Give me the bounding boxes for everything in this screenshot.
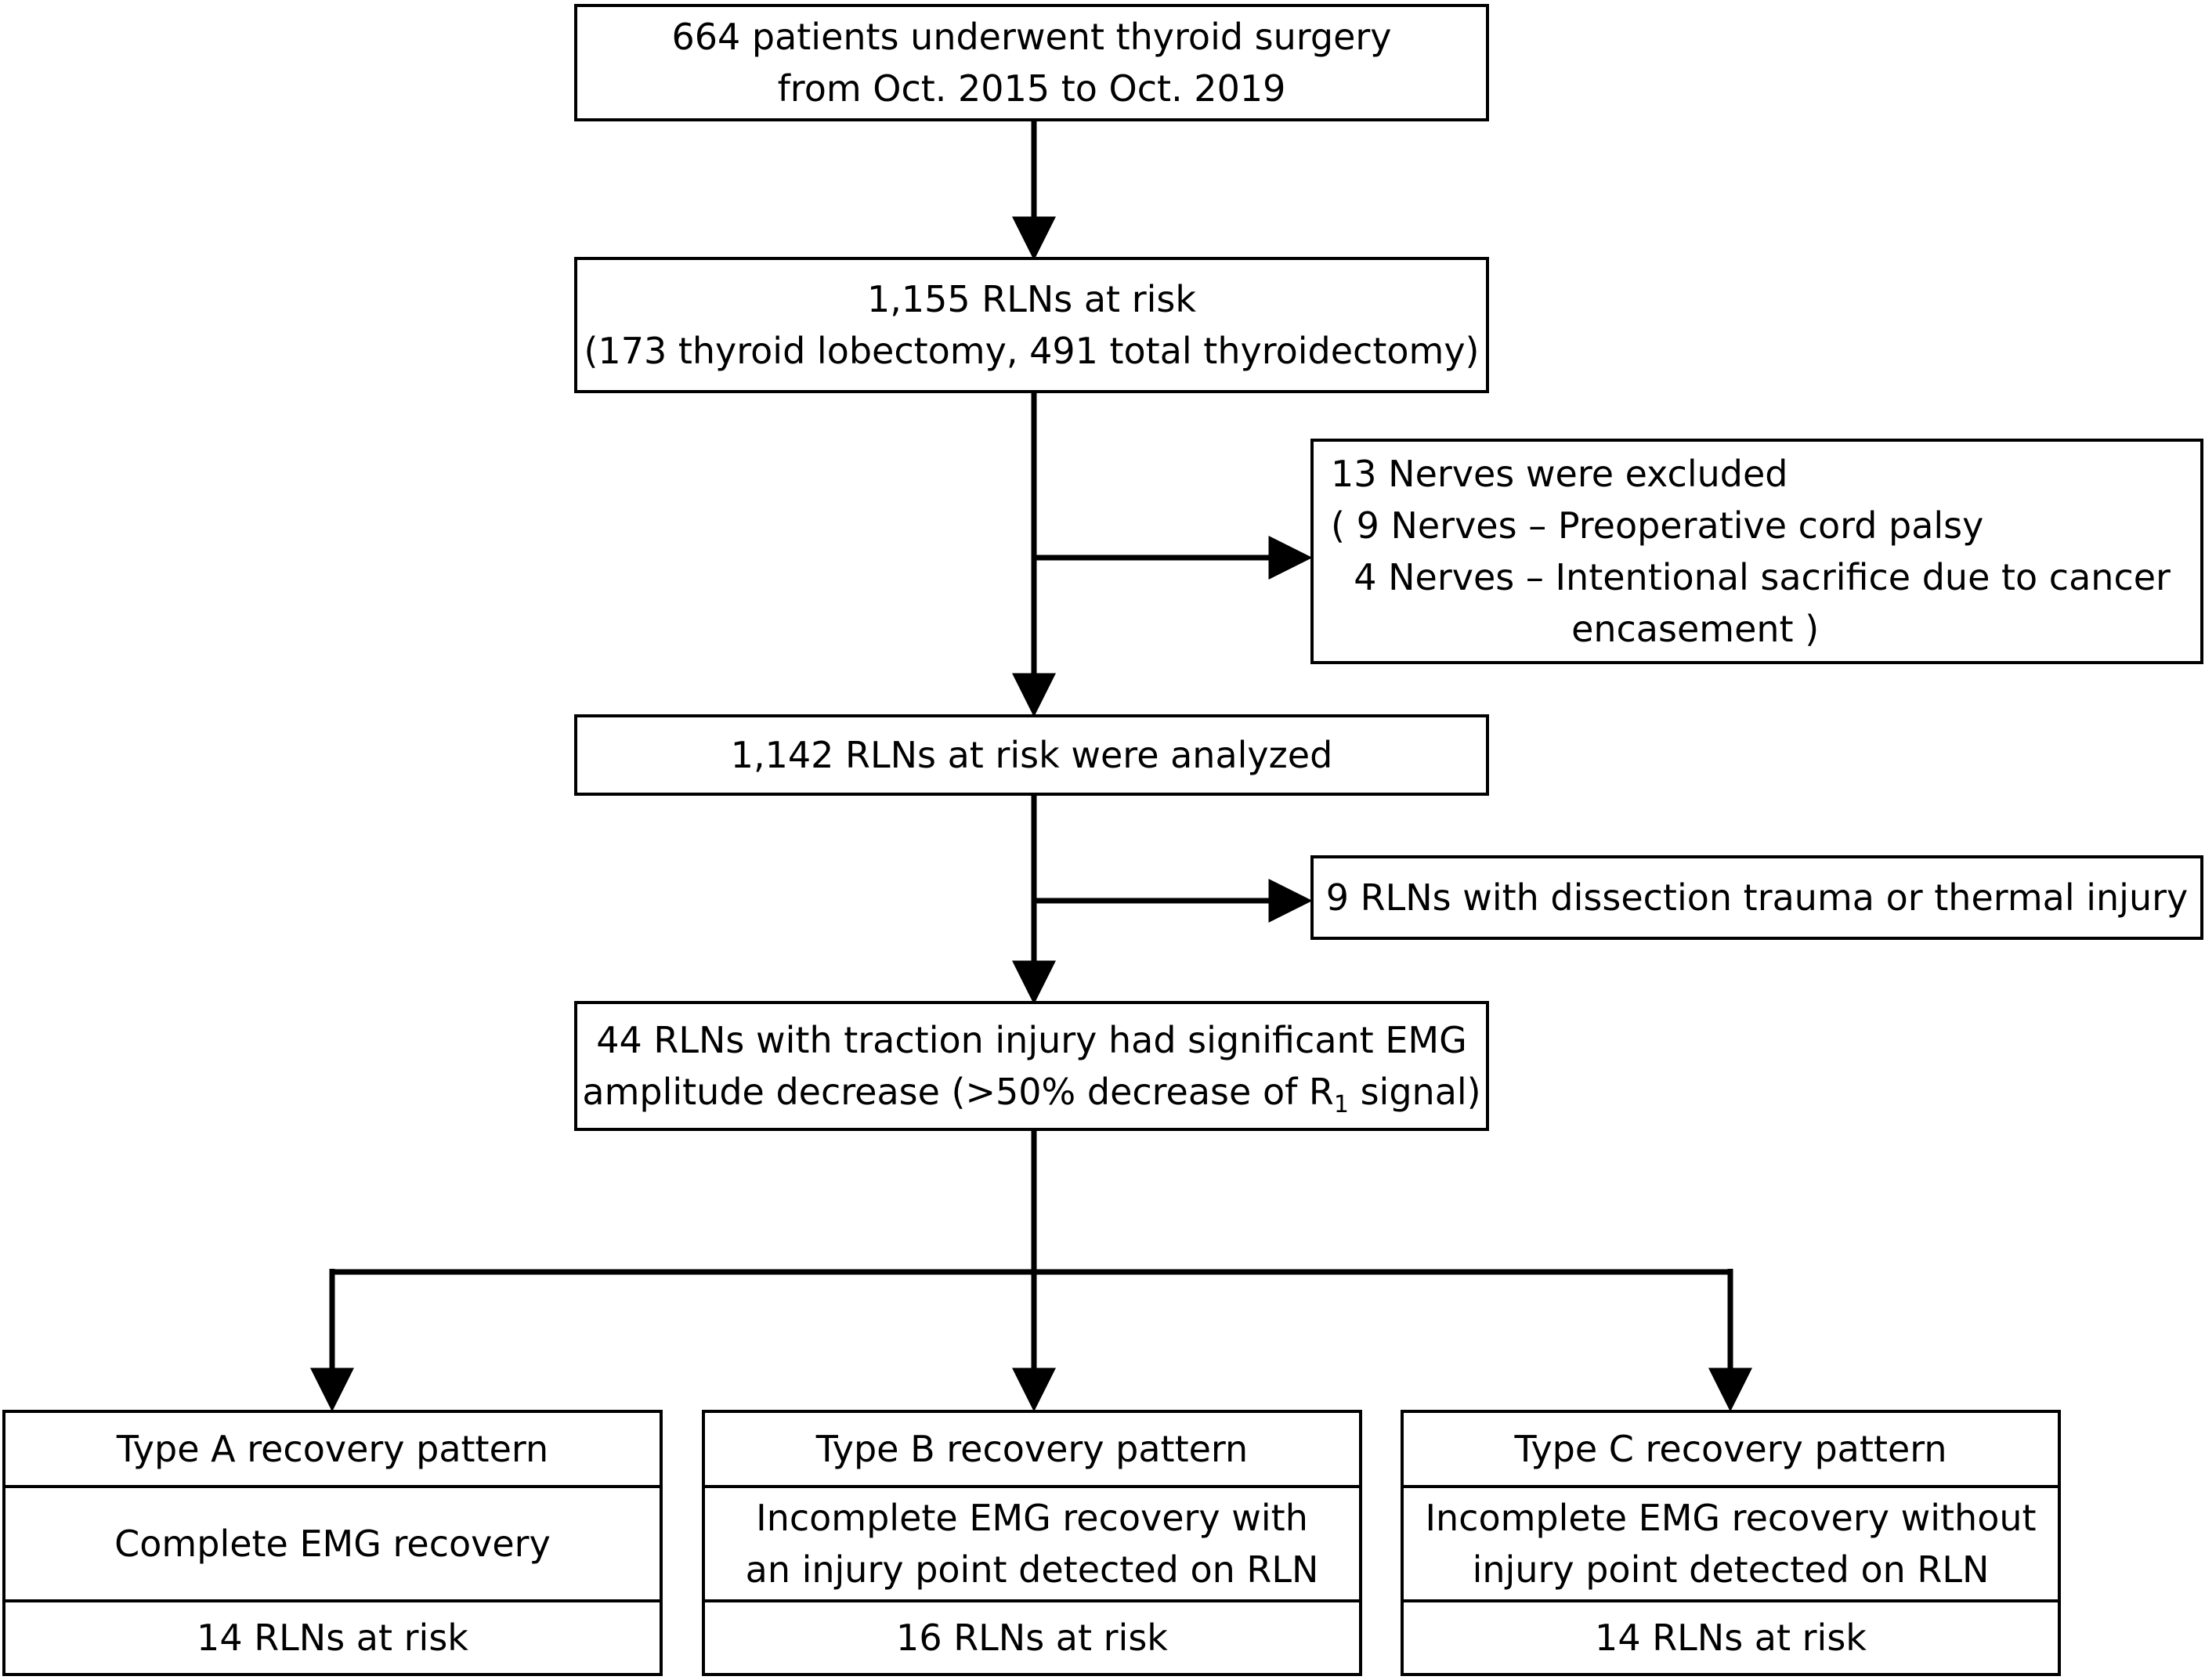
- type-b-desc: Incomplete EMG recovery with an injury p…: [705, 1485, 1359, 1599]
- type-title: Type C recovery pattern: [1514, 1428, 1947, 1470]
- box-line: 1,142 RLNs at risk were analyzed: [730, 734, 1333, 776]
- type-c-title: Type C recovery pattern: [1404, 1413, 2058, 1485]
- type-title: Type B recovery pattern: [815, 1428, 1249, 1470]
- type-count: 14 RLNs at risk: [197, 1617, 468, 1659]
- r1-subscript: 1: [1333, 1091, 1349, 1119]
- box-type-a: Type A recovery pattern Complete EMG rec…: [2, 1410, 663, 1676]
- type-b-title: Type B recovery pattern: [705, 1413, 1359, 1485]
- type-desc-line: Complete EMG recovery: [114, 1523, 551, 1565]
- type-desc-line: Incomplete EMG recovery without: [1425, 1497, 2037, 1539]
- box-line: 9 RLNs with dissection trauma or thermal…: [1325, 876, 2189, 919]
- type-a-count: 14 RLNs at risk: [5, 1599, 660, 1673]
- type-desc-line: an injury point detected on RLN: [745, 1548, 1319, 1591]
- box-line: from Oct. 2015 to Oct. 2019: [777, 67, 1286, 110]
- box-line: encasement ): [1331, 608, 1820, 650]
- box-line-text: amplitude decrease (>50% decrease of R: [582, 1071, 1334, 1113]
- box-type-c: Type C recovery pattern Incomplete EMG r…: [1401, 1410, 2061, 1676]
- box-line: 13 Nerves were excluded: [1331, 453, 1788, 495]
- box-line: (173 thyroid lobectomy, 491 total thyroi…: [584, 330, 1480, 372]
- box-excluded-nerves: 13 Nerves were excluded ( 9 Nerves – Pre…: [1310, 439, 2203, 664]
- box-line: 664 patients underwent thyroid surgery: [671, 16, 1392, 58]
- type-count: 14 RLNs at risk: [1595, 1617, 1867, 1659]
- type-desc-line: Incomplete EMG recovery with: [756, 1497, 1308, 1539]
- box-line: 1,155 RLNs at risk: [866, 278, 1197, 320]
- type-a-title: Type A recovery pattern: [5, 1413, 660, 1485]
- type-desc-line: injury point detected on RLN: [1472, 1548, 1990, 1591]
- type-b-count: 16 RLNs at risk: [705, 1599, 1359, 1673]
- type-c-count: 14 RLNs at risk: [1404, 1599, 2058, 1673]
- box-line-text: signal): [1348, 1071, 1481, 1113]
- box-rlns-analyzed: 1,142 RLNs at risk were analyzed: [574, 714, 1489, 796]
- box-line: 44 RLNs with traction injury had signifi…: [596, 1019, 1467, 1061]
- box-line: 4 Nerves – Intentional sacrifice due to …: [1331, 556, 2171, 598]
- type-a-desc: Complete EMG recovery: [5, 1485, 660, 1599]
- type-c-desc: Incomplete EMG recovery without injury p…: [1404, 1485, 2058, 1599]
- type-title: Type A recovery pattern: [116, 1428, 549, 1470]
- type-count: 16 RLNs at risk: [896, 1617, 1168, 1659]
- box-patients-surgery: 664 patients underwent thyroid surgery f…: [574, 4, 1489, 121]
- box-rlns-at-risk: 1,155 RLNs at risk (173 thyroid lobectom…: [574, 257, 1489, 393]
- box-type-b: Type B recovery pattern Incomplete EMG r…: [702, 1410, 1362, 1676]
- box-line: amplitude decrease (>50% decrease of R1 …: [582, 1066, 1480, 1118]
- box-traction-injury: 44 RLNs with traction injury had signifi…: [574, 1001, 1489, 1131]
- box-line: ( 9 Nerves – Preoperative cord palsy: [1331, 504, 1984, 547]
- box-dissection-thermal: 9 RLNs with dissection trauma or thermal…: [1310, 855, 2203, 940]
